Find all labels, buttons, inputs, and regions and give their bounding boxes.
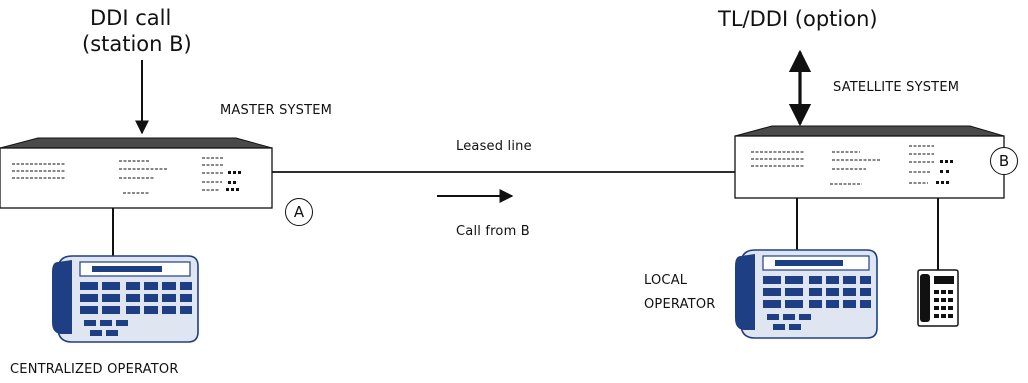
master-system-cabinet [0, 137, 273, 209]
centralized-operator-phone-icon [52, 255, 199, 343]
satellite-system-label: SATELLITE SYSTEM [833, 80, 960, 95]
local-operator-phone-icon [735, 249, 878, 339]
leased-line-label: Leased line [456, 139, 532, 154]
marker-a: A [285, 198, 313, 226]
local-operator-label-line2: OPERATOR [644, 297, 716, 312]
call-from-b-label: Call from B [456, 224, 530, 239]
ddi-call-station-label: (station B) [82, 32, 192, 56]
local-operator-label-line1: LOCAL [644, 273, 688, 288]
standard-phone-icon [917, 269, 959, 327]
marker-b: B [990, 147, 1018, 175]
master-system-label: MASTER SYSTEM [220, 103, 333, 118]
ddi-call-label: DDI call [90, 6, 172, 30]
centralized-operator-label: CENTRALIZED OPERATOR [10, 362, 179, 377]
satellite-system-cabinet [734, 125, 1005, 199]
tl-ddi-label: TL/DDI (option) [718, 7, 878, 31]
